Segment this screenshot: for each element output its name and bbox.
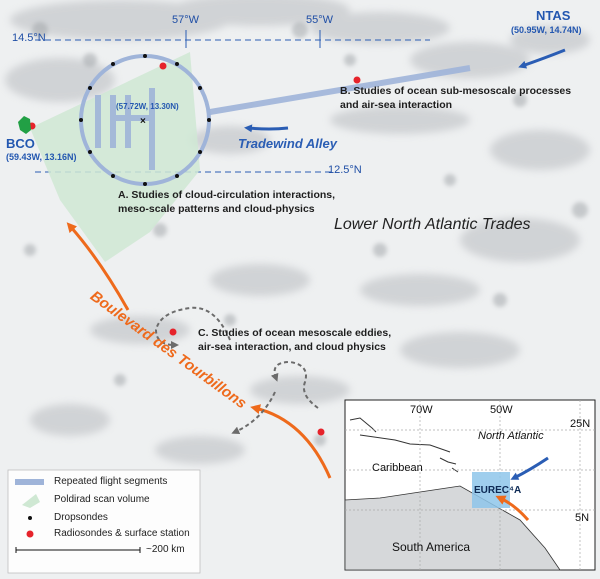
- annotation-c-line2: air-sea interaction, and cloud physics: [198, 341, 386, 353]
- annotation-c: C. Studies of ocean mesoscale eddies, ai…: [198, 326, 391, 354]
- lat-label-12-5: 12.5°N: [328, 164, 362, 176]
- bco-name: BCO: [6, 136, 35, 151]
- cloud-texture: [5, 0, 590, 464]
- inset-lon-70w: 70W: [410, 404, 433, 416]
- inset-lon-50w: 50W: [490, 404, 513, 416]
- inset-orange-arrow: [495, 495, 530, 521]
- inset-blue-arrow: [510, 456, 549, 480]
- legend-scale-label: ~200 km: [146, 544, 185, 555]
- lat-label-14-5: 14.5°N: [12, 32, 46, 44]
- repeated-flight-segments: [95, 65, 471, 170]
- annotation-c-line1: C. Studies of ocean mesoscale eddies,: [198, 327, 392, 339]
- annotation-b: B. Studies of ocean sub-mesoscale proces…: [340, 84, 571, 112]
- radiosonde-markers: [28, 62, 361, 436]
- bco-coord: (59.43W, 13.16N): [6, 152, 77, 162]
- inset-map: [344, 399, 596, 571]
- annotation-a: A. Studies of cloud-circulation interact…: [118, 188, 335, 216]
- radiosonde-dot-icon: [26, 530, 34, 538]
- legend-box: [7, 469, 201, 574]
- legend-item-scan-volume: Poldirad scan volume: [54, 494, 150, 505]
- boulevard-arrow-lower: [250, 404, 332, 479]
- ntas-name: NTAS: [536, 8, 571, 23]
- tradewind-alley-label: Tradewind Alley: [238, 136, 337, 151]
- cloud-specks: [24, 22, 588, 446]
- ntas-coord: (50.95W, 14.74N): [511, 25, 582, 35]
- eddy-paths: [154, 306, 319, 435]
- poldirad-scan-volume: [30, 52, 200, 262]
- inset-lat-5n: 5N: [575, 512, 590, 524]
- annotation-b-line1: B. Studies of ocean sub-mesoscale proces…: [340, 85, 572, 97]
- tradewind-arrow: [244, 124, 289, 133]
- annotation-b-line2: and air-sea interaction: [340, 99, 453, 111]
- annotation-a-line1: A. Studies of cloud-circulation interact…: [118, 189, 336, 201]
- dropsonde-dot-icon: [28, 516, 32, 520]
- scan-volume-shape-icon: [22, 494, 40, 508]
- circle-center-label: (57.72W, 13.30N): [116, 102, 179, 111]
- legend-item-dropsondes: Dropsondes: [54, 512, 108, 523]
- dropsonde-markers: [79, 54, 211, 186]
- inset-north-atlantic: North Atlantic: [478, 430, 544, 442]
- inset-south-america: [344, 485, 561, 571]
- region-label: Lower North Atlantic Trades: [334, 216, 531, 233]
- lon-label-55: 55°W: [306, 14, 334, 26]
- boulevard-arrow-upper: [66, 222, 130, 311]
- inset-south-america: South America: [392, 540, 471, 554]
- ntas-arrow: [518, 48, 566, 69]
- lon-label-57: 57°W: [172, 14, 200, 26]
- inset-eureca-label: EUREC⁴A: [474, 485, 522, 496]
- legend-item-radiosondes: Radiosondes & surface station: [54, 528, 190, 539]
- annotation-a-line2: meso-scale patterns and cloud-physics: [118, 203, 315, 215]
- circle-center-marker: ×: [140, 116, 146, 127]
- inset-caribbean: Caribbean: [372, 462, 423, 474]
- legend-item-flight-segments: Repeated flight segments: [54, 476, 168, 487]
- inset-lat-25n: 25N: [570, 418, 591, 430]
- bco-island: [18, 116, 31, 134]
